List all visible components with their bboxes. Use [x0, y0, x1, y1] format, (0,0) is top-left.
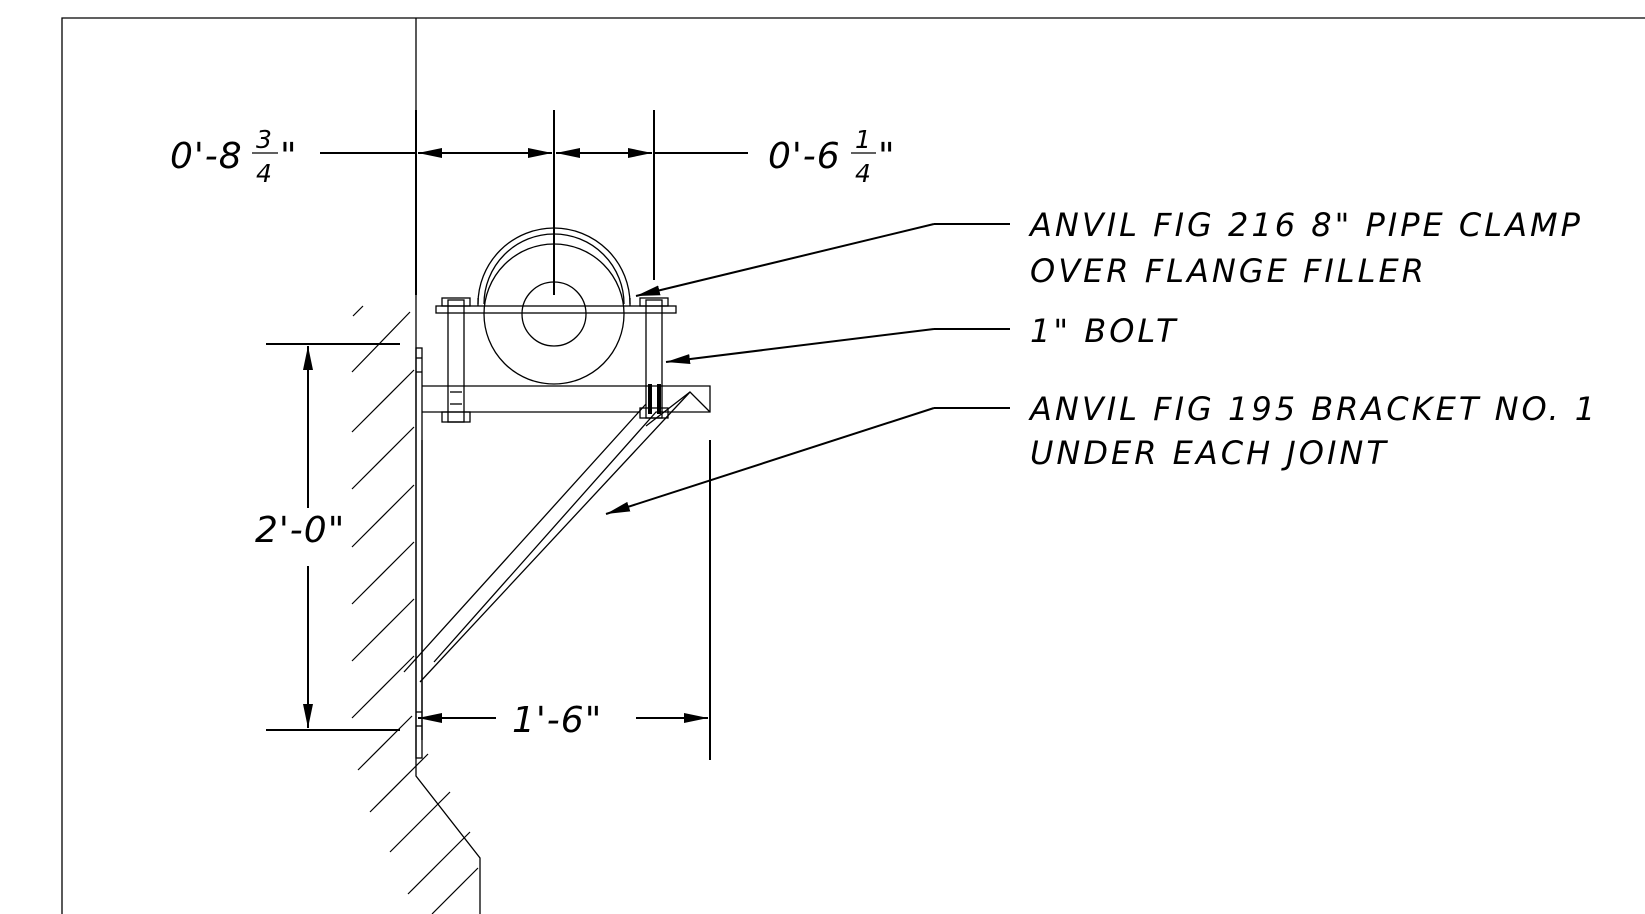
- dim-label-vertical: 2'-0": [255, 510, 345, 551]
- vertical-dimension: [266, 343, 400, 731]
- dim-label-right-offset: 0'-6 1 4 ": [768, 125, 896, 188]
- dim-left-den: 4: [256, 159, 272, 188]
- dim-label-bracket-depth: 1'-6": [512, 700, 602, 741]
- callout-bolt: 1" BOLT: [1030, 312, 1179, 350]
- left-bolt: [441, 297, 471, 423]
- callout-bracket: ANVIL FIG 195 BRACKET NO. 1 UNDER EACH J…: [1028, 390, 1598, 472]
- pipe-clamp: [435, 227, 677, 314]
- dim-right-num: 1: [855, 125, 871, 154]
- leader-bolt: [665, 328, 1010, 365]
- dim-right-den: 4: [855, 159, 871, 188]
- wall-hatching: [351, 305, 479, 914]
- bottom-dimension: [418, 440, 711, 760]
- callout-pipe-clamp-line1: ANVIL FIG 216 8" PIPE CLAMP: [1028, 206, 1583, 244]
- callout-pipe-clamp-line2: OVER FLANGE FILLER: [1030, 252, 1427, 290]
- leader-pipe-clamp: [635, 223, 1010, 297]
- right-bolt: [639, 297, 669, 419]
- callout-pipe-clamp: ANVIL FIG 216 8" PIPE CLAMP OVER FLANGE …: [1028, 206, 1583, 290]
- wall-plate: [415, 347, 423, 759]
- dim-right-whole: 0'-6: [768, 136, 841, 177]
- bracket: [403, 385, 711, 683]
- callout-bolt-line1: 1" BOLT: [1030, 312, 1179, 350]
- top-dimension: [320, 110, 748, 295]
- callout-bracket-line1: ANVIL FIG 195 BRACKET NO. 1: [1028, 390, 1598, 428]
- dim-left-unit: ": [280, 136, 298, 177]
- dim-right-unit: ": [878, 136, 896, 177]
- leader-bracket: [605, 407, 1010, 515]
- dim-left-whole: 0'-8: [170, 136, 243, 177]
- drawing-border: [61, 17, 1645, 914]
- callout-bracket-line2: UNDER EACH JOINT: [1030, 434, 1389, 472]
- dim-left-num: 3: [256, 125, 272, 154]
- dim-label-left-offset: 0'-8 3 4 ": [170, 125, 298, 188]
